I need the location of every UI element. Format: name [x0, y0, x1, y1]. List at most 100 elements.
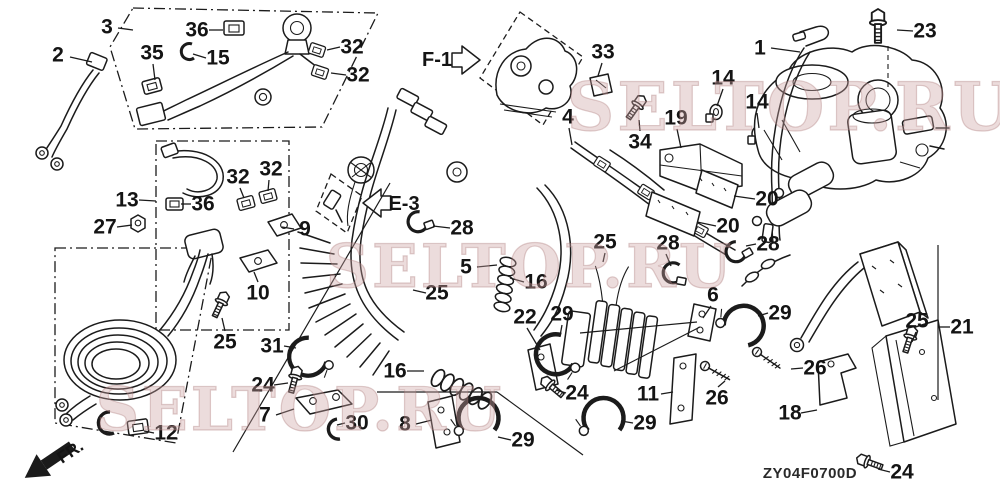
subharness-group-box	[155, 140, 290, 331]
callout-label: 29	[768, 302, 791, 325]
diagram-code-label: ZY04F0700D	[763, 465, 857, 482]
fr-arrow-head	[24, 454, 52, 478]
callout-label: 32	[259, 158, 282, 181]
callout-label: 7	[259, 404, 271, 427]
callout-leader-line	[476, 264, 498, 268]
callout-leader-line	[221, 317, 226, 332]
callout-leader-line	[770, 47, 801, 53]
bracket-plate-drawings	[589, 73, 765, 237]
callout-label: 32	[340, 36, 363, 59]
callout-label: 18	[778, 402, 802, 425]
callout-leader-line	[415, 419, 433, 425]
callout-label: 6	[707, 284, 719, 307]
fr-direction-arrow: FR.	[24, 436, 87, 478]
callout-label: 25	[593, 231, 617, 254]
callout-leader-line	[336, 422, 346, 426]
f1-ref-label: F-1	[422, 49, 452, 71]
f1-dashed-box	[479, 11, 584, 126]
part-drawings	[35, 8, 957, 474]
extra-lines-layer	[232, 182, 939, 456]
callout-leader-line	[330, 72, 347, 76]
callout-label: 32	[346, 64, 369, 87]
e3-dashed-box	[315, 172, 363, 235]
callout-label: 31	[260, 335, 284, 358]
callout-label: 20	[716, 215, 739, 238]
callout-leader-line	[326, 46, 341, 51]
ground-cable-drawing	[35, 51, 108, 171]
fr-arrow-shaft	[40, 441, 76, 470]
callout-leader-line	[638, 119, 641, 132]
callout-leader-line	[676, 128, 682, 149]
watermark-text: SELTOP.RU	[326, 232, 735, 302]
watermark-text: SELTOP.RU	[96, 375, 505, 445]
callout-label: 16	[524, 271, 547, 294]
callout-leader-line	[192, 53, 207, 59]
callout-label: 25	[213, 331, 237, 354]
callout-label: 30	[345, 412, 368, 435]
e3-ref-label: E-3	[388, 193, 419, 215]
callout-leader-line	[526, 327, 541, 351]
callout-label: 28	[450, 217, 474, 240]
leader-lines-layer	[69, 27, 950, 473]
callout-label: 10	[246, 282, 269, 305]
battery-cable-drawing	[55, 249, 209, 436]
callout-leader-line	[660, 391, 674, 395]
callout-leader-line	[152, 63, 156, 81]
watermark-text: SELTOP.RU	[567, 68, 1000, 146]
callout-label: 35	[140, 42, 164, 65]
callout-label: 26	[705, 387, 728, 410]
callout-leader-line	[716, 88, 724, 107]
callout-label: 26	[803, 357, 826, 380]
callout-label: 12	[154, 422, 177, 445]
switch-harness-drawing	[135, 13, 330, 127]
callout-leader-line	[555, 389, 567, 394]
callout-leader-line	[790, 367, 804, 370]
callout-leader-line	[911, 331, 917, 343]
harness-group-box	[109, 7, 380, 130]
callout-leader-line	[116, 224, 133, 228]
fr-label: FR.	[54, 436, 87, 467]
callout-label: 29	[511, 429, 534, 452]
e3-arrow-icon	[362, 188, 392, 218]
callout-leader-line	[757, 312, 769, 317]
callout-label: 24	[565, 382, 589, 405]
callout-leader-line	[696, 221, 717, 227]
callout-label: 2	[52, 44, 64, 67]
callout-label: 3	[101, 16, 113, 39]
callout-leader-line	[143, 430, 155, 434]
battery-cable-group-box	[54, 247, 214, 444]
callout-leader-line	[283, 345, 297, 349]
callout-leader-line	[620, 420, 634, 424]
f1-part-drawing	[495, 37, 578, 118]
callout-leader-line	[509, 277, 525, 283]
callout-label: 4	[562, 106, 574, 129]
callout-leader-line	[559, 324, 563, 337]
callout-label: 23	[913, 20, 936, 43]
callout-leader-line	[896, 29, 914, 32]
f1-arrow-icon	[451, 45, 481, 75]
callout-leader-line	[597, 62, 603, 77]
callout-label: 14	[745, 91, 769, 114]
callout-leader-line	[253, 271, 259, 283]
callout-label: 25	[425, 282, 449, 305]
callout-label: 13	[115, 189, 138, 212]
clamp-bracket-drawings	[283, 205, 784, 449]
callout-leader-line	[568, 127, 573, 146]
callout-label: 34	[628, 131, 652, 154]
diagram-reference-line	[613, 326, 701, 372]
callout-label: 19	[664, 107, 687, 130]
callout-label: 36	[191, 193, 214, 216]
callout-leader-line	[275, 408, 295, 416]
callout-leader-line	[602, 252, 606, 263]
callout-leader-line	[800, 409, 818, 414]
callout-label: 24	[251, 374, 275, 397]
callout-label: 32	[226, 166, 249, 189]
engine-drawing	[753, 8, 950, 190]
callout-leader-line	[281, 226, 295, 230]
callout-label: 28	[756, 233, 780, 256]
callout-leader-line	[69, 56, 93, 63]
callout-leader-line	[665, 253, 672, 267]
callout-label: 5	[460, 256, 472, 279]
callout-label: 9	[299, 218, 311, 241]
callout-leader-line	[702, 305, 712, 319]
